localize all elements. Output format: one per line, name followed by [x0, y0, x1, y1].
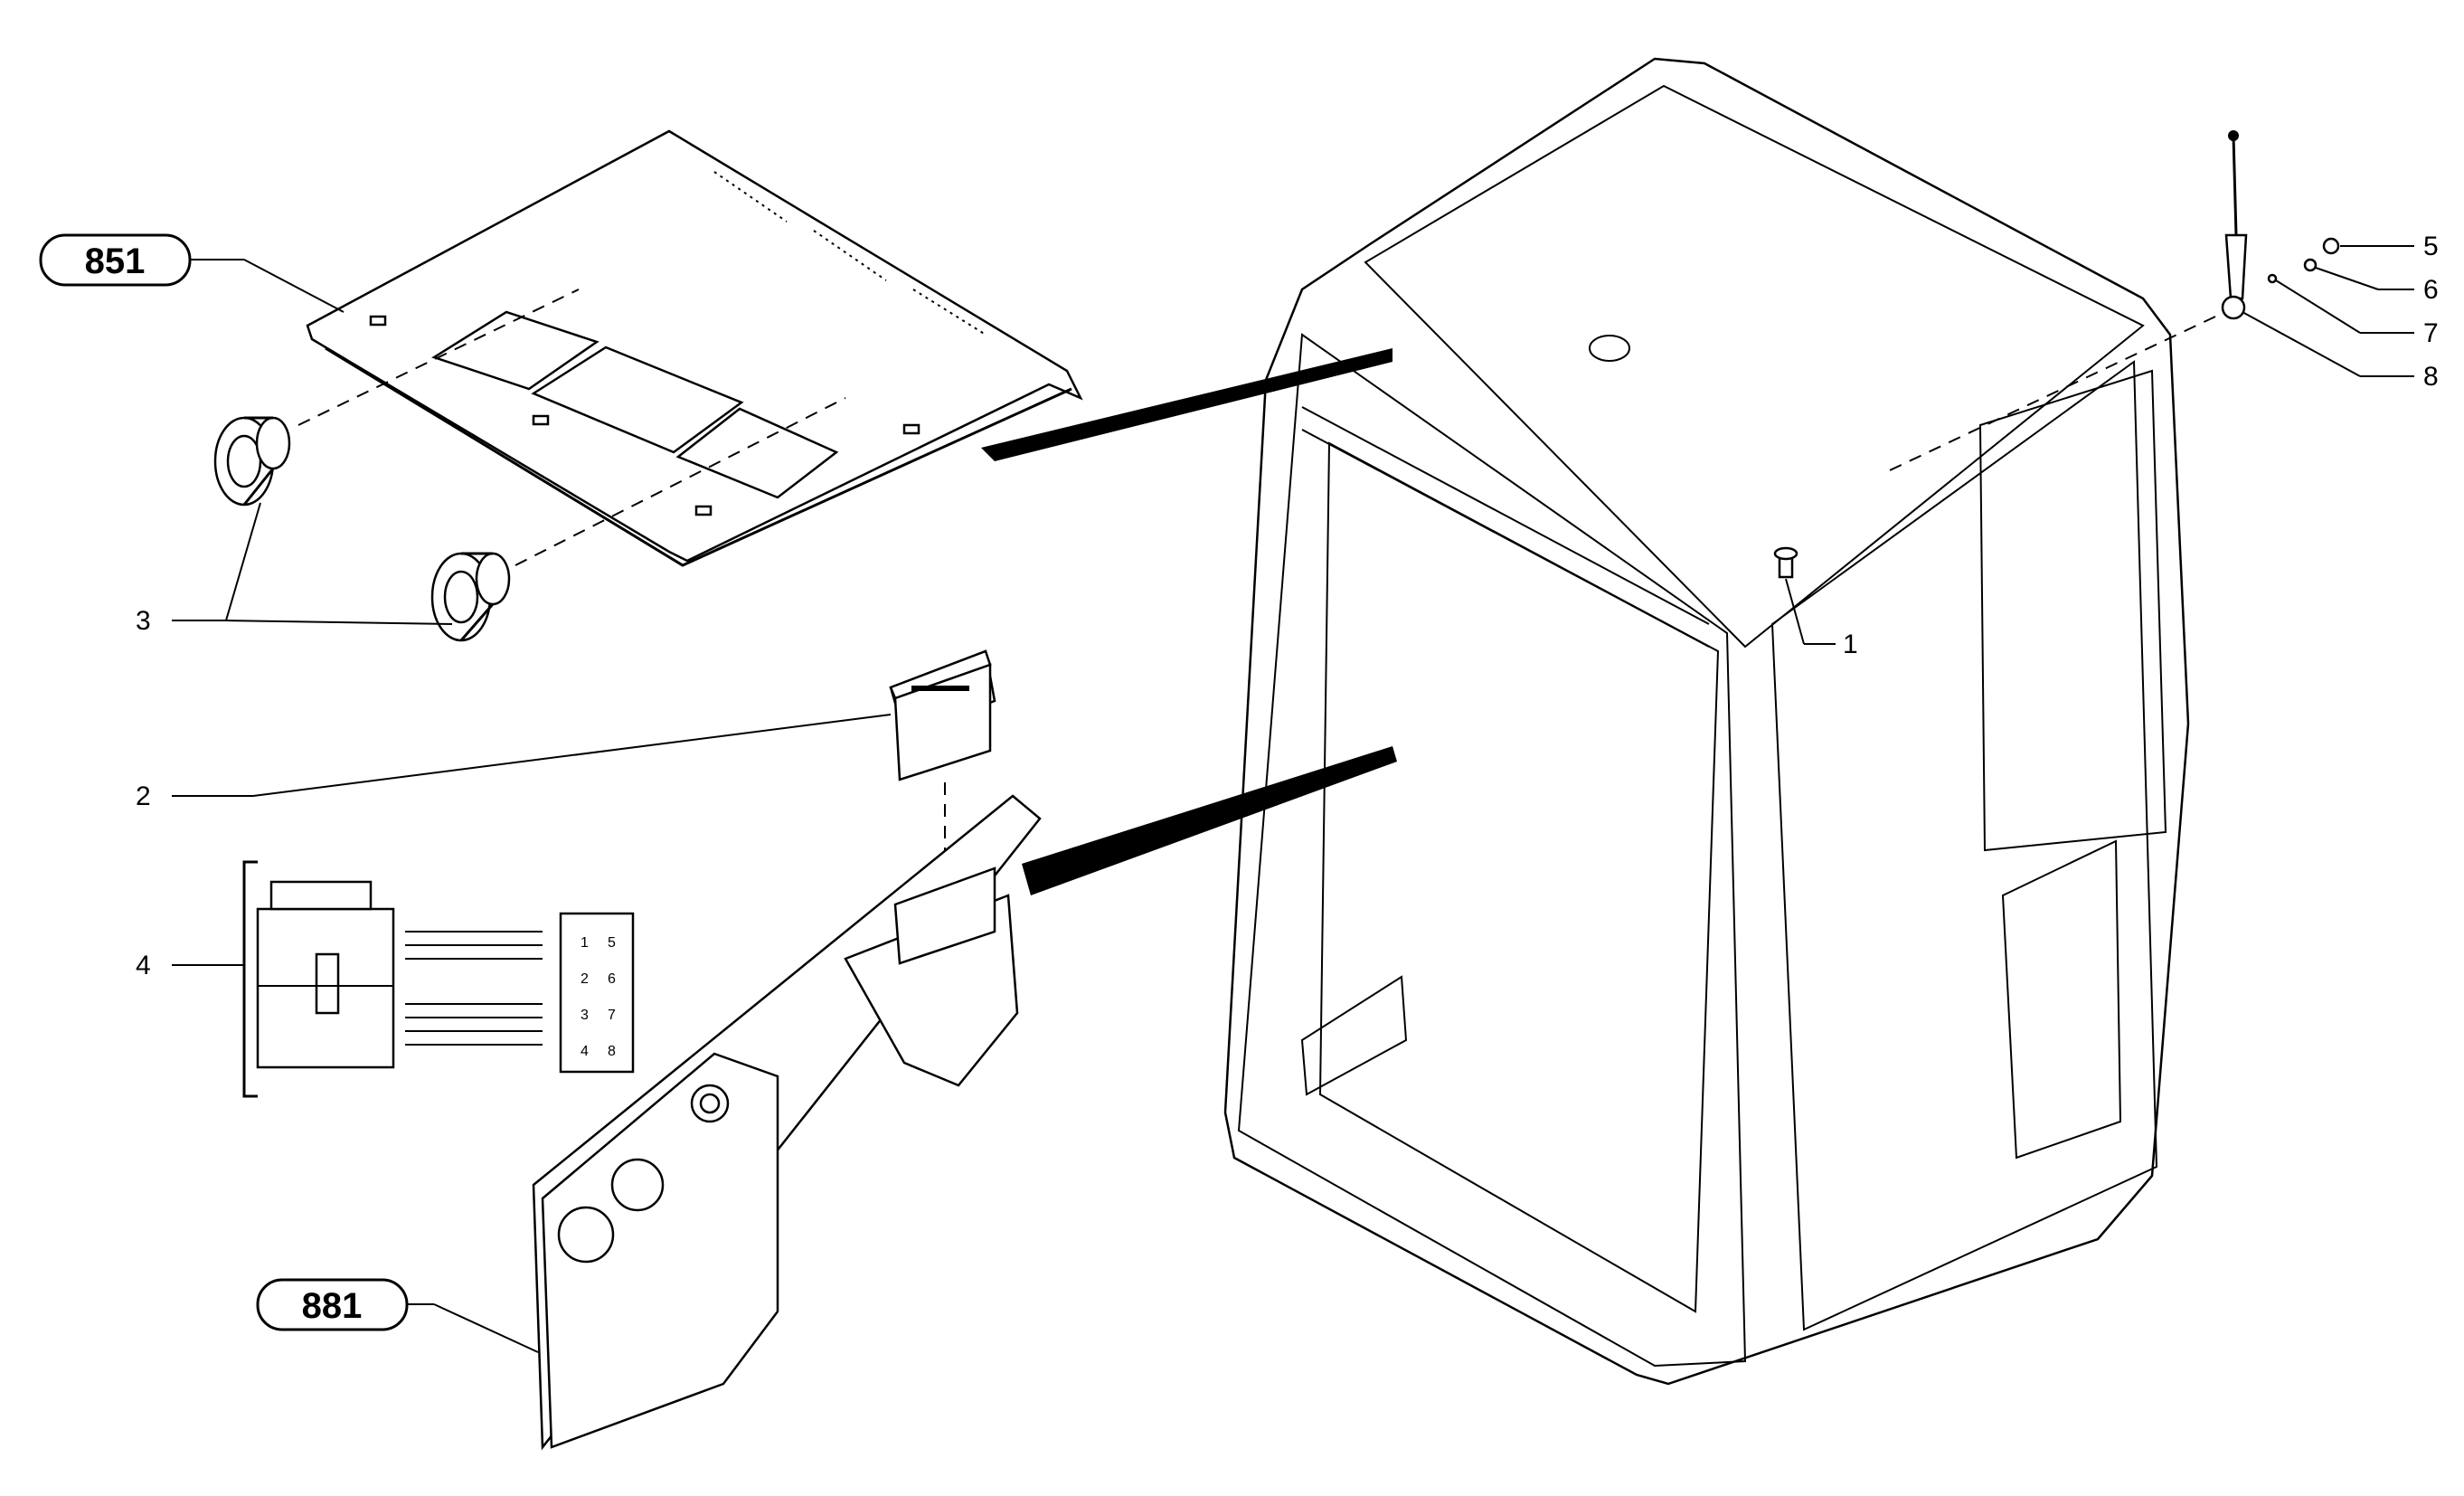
callout-2: 2 — [136, 714, 892, 811]
pin-label-5: 5 — [608, 935, 616, 951]
ref-badge-851[interactable]: 851 — [39, 233, 192, 287]
pin-label-6: 6 — [608, 971, 616, 987]
radio-install-pointer — [1022, 746, 1397, 895]
callout-label-5: 5 — [2423, 232, 2439, 261]
callout-7: 7 — [2275, 279, 2439, 348]
callout-label-6: 6 — [2423, 275, 2439, 305]
callout-label-8: 8 — [2423, 362, 2439, 392]
roof-install-pointer — [981, 348, 1392, 461]
callout-label-1: 1 — [1843, 630, 1858, 659]
callout-6: 6 — [2315, 267, 2439, 305]
radio-unit[interactable] — [889, 649, 996, 781]
callout-3: 3 — [136, 502, 453, 636]
callout-8: 8 — [2242, 311, 2439, 392]
ref-label-851: 851 — [85, 241, 146, 281]
pin-label-1: 1 — [581, 935, 589, 951]
dash-panel[interactable] — [532, 794, 1042, 1451]
wiring-harness[interactable] — [242, 860, 635, 1098]
callout-label-4: 4 — [136, 951, 151, 980]
ref-badge-881[interactable]: 881 — [256, 1278, 409, 1331]
callout-1: 1 — [1785, 578, 1858, 659]
callout-4: 4 — [136, 951, 244, 980]
antenna[interactable] — [2221, 130, 2248, 320]
callout-label-2: 2 — [136, 781, 151, 811]
pin-label-2: 2 — [581, 971, 589, 987]
callout-label-7: 7 — [2423, 318, 2439, 348]
pin-label-8: 8 — [608, 1044, 616, 1059]
callout-5: 5 — [2340, 232, 2439, 261]
cab-frame[interactable] — [1223, 57, 2190, 1386]
pin-label-4: 4 — [581, 1044, 589, 1059]
callout-label-3: 3 — [136, 606, 151, 636]
ref-label-881: 881 — [302, 1286, 363, 1326]
speaker-upper[interactable] — [213, 416, 291, 507]
pin-label-7: 7 — [608, 1008, 616, 1023]
speaker-lower[interactable] — [430, 552, 511, 642]
pin-label-3: 3 — [581, 1008, 589, 1023]
antenna-hardware[interactable] — [2267, 237, 2340, 284]
roof-panel[interactable] — [306, 129, 1083, 567]
mounting-screw[interactable] — [1773, 546, 1798, 579]
connector-pin-labels: 1 2 3 4 5 6 7 8 — [581, 935, 616, 1059]
